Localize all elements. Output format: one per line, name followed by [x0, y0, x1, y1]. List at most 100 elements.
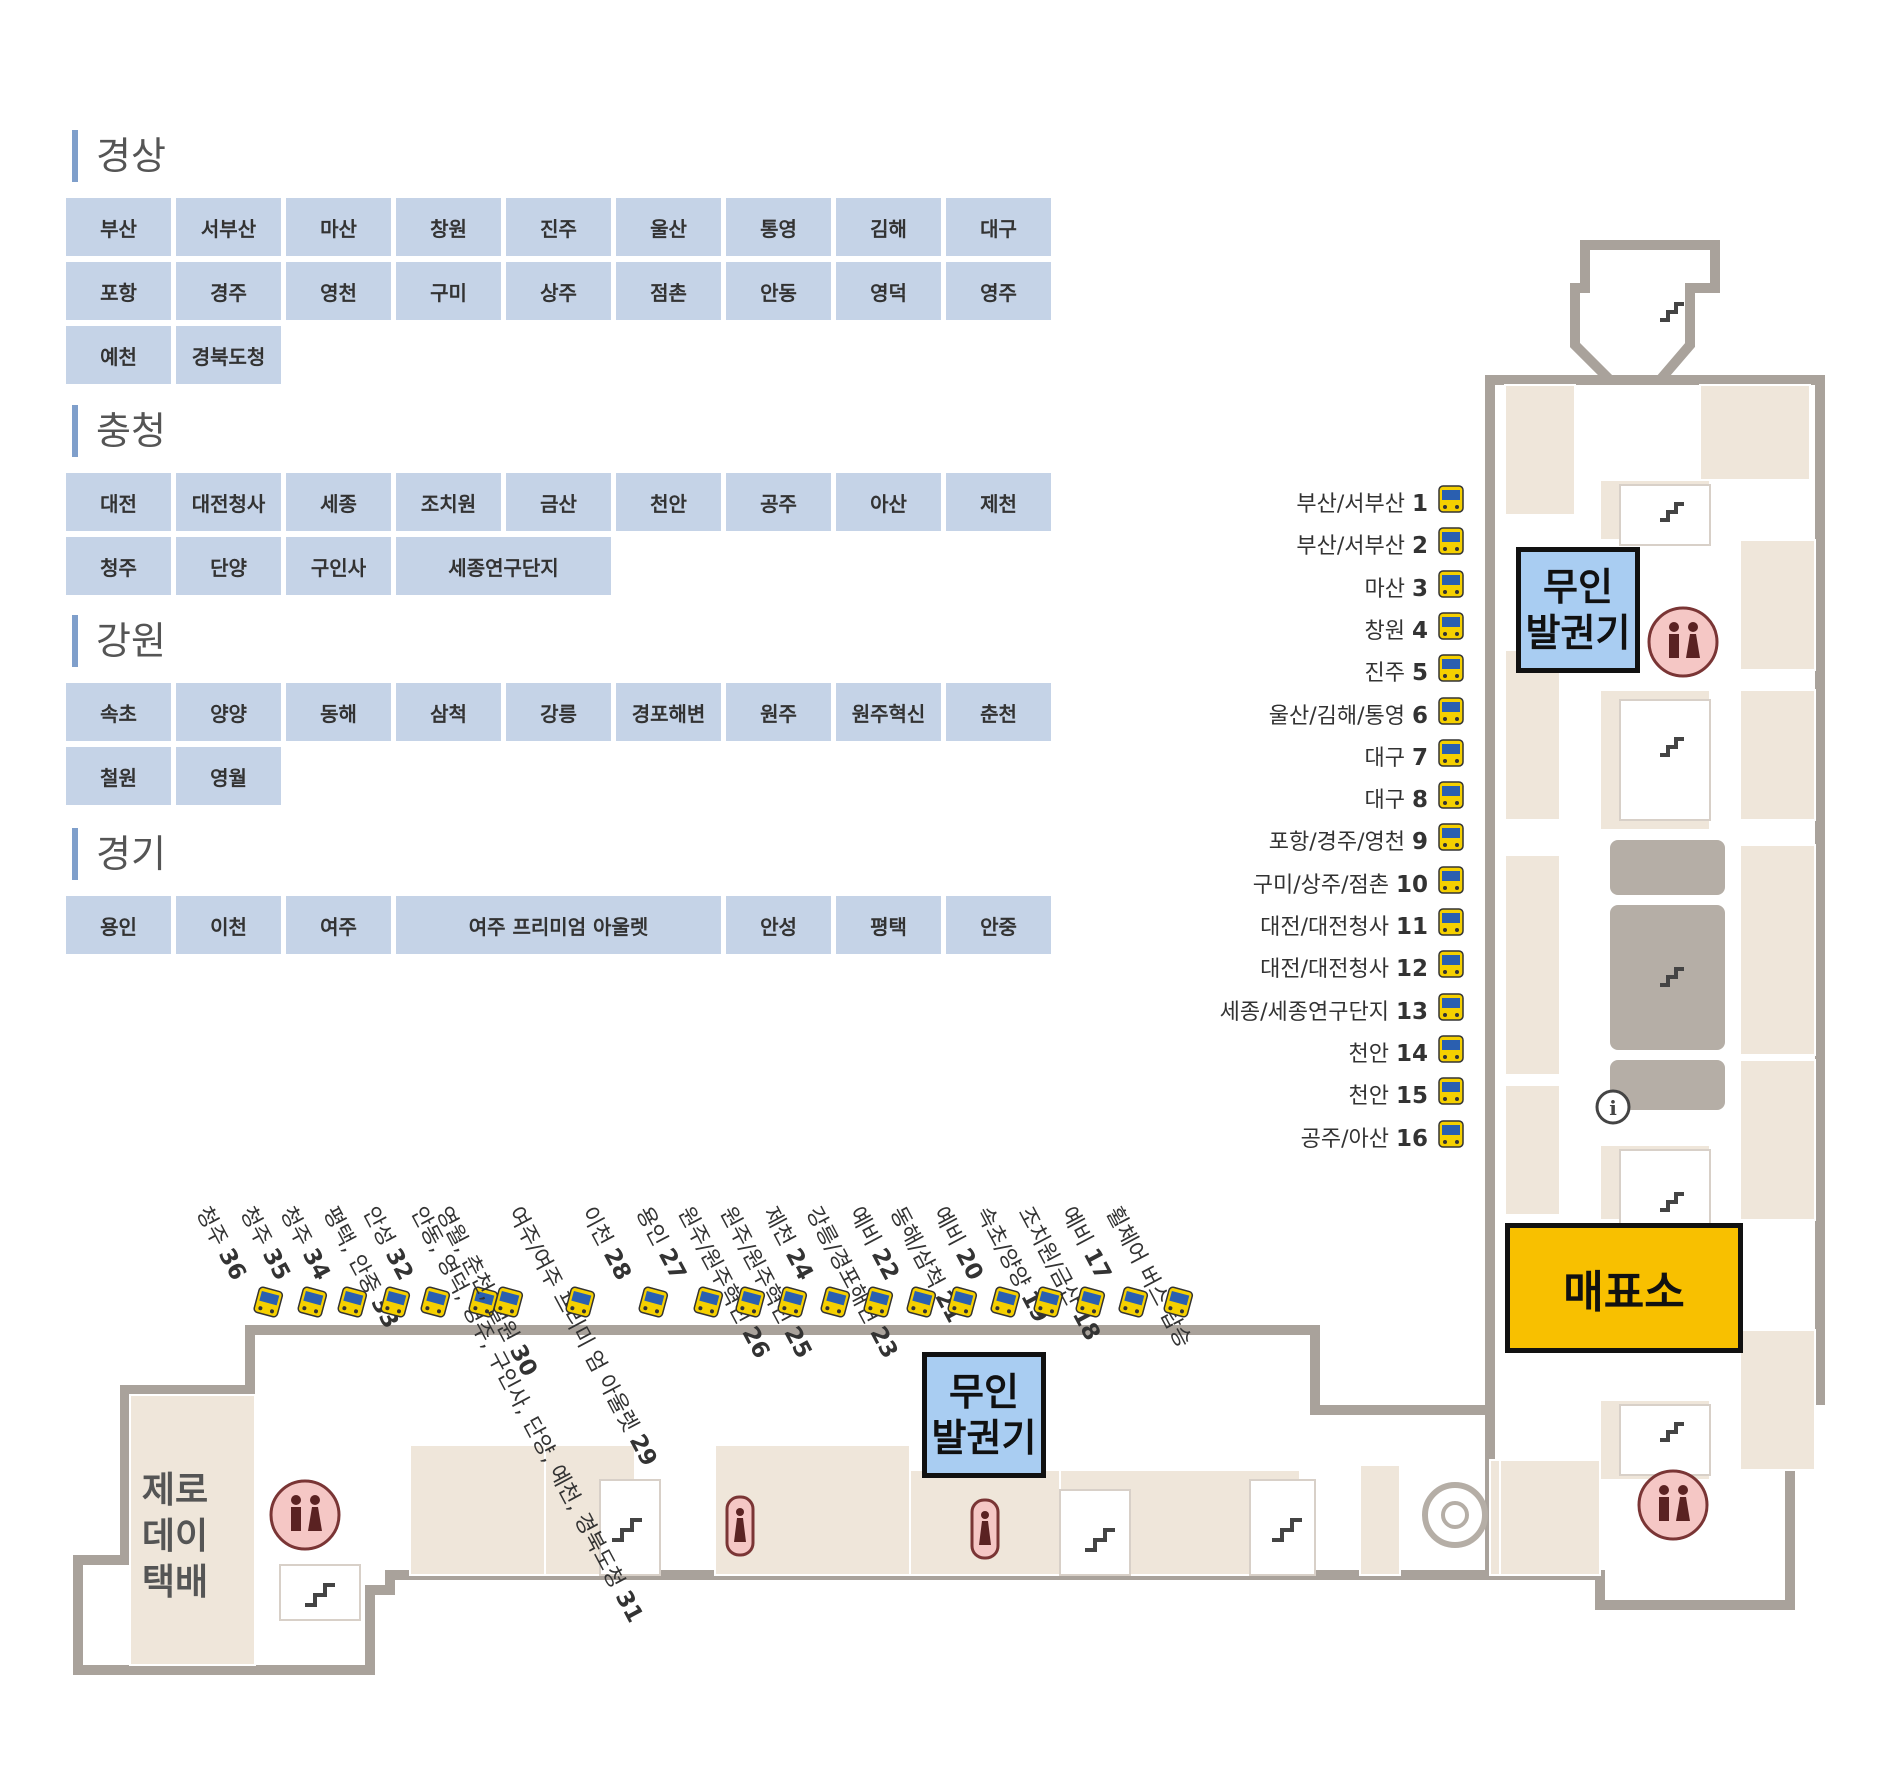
- city-cell[interactable]: 천안: [616, 473, 721, 531]
- city-cell[interactable]: 부산: [66, 198, 171, 256]
- city-cell[interactable]: 진주: [506, 198, 611, 256]
- bus-icon: [419, 1285, 452, 1321]
- gate-number: 10: [1395, 871, 1428, 898]
- city-cell[interactable]: 평택: [836, 896, 941, 954]
- city-cell[interactable]: 조치원: [396, 473, 501, 531]
- stairs-icon: [305, 302, 1684, 1607]
- ticket-office[interactable]: 매표소: [1505, 1223, 1743, 1353]
- city-cell[interactable]: 구인사: [286, 537, 391, 595]
- gate-label: 마산 3: [1365, 571, 1429, 603]
- bus-icon: [1438, 950, 1464, 980]
- city-cell[interactable]: 원주: [726, 683, 831, 741]
- city-cell[interactable]: 경북도청: [176, 326, 281, 384]
- gate-number: 3: [1411, 575, 1428, 602]
- city-cell[interactable]: 양양: [176, 683, 281, 741]
- city-cell[interactable]: 강릉: [506, 683, 611, 741]
- city-cell[interactable]: 영덕: [836, 262, 941, 320]
- gate-label: 세종/세종연구단지 13: [1220, 994, 1428, 1026]
- city-cell[interactable]: 통영: [726, 198, 831, 256]
- svg-text:i: i: [1609, 1096, 1617, 1120]
- bus-icon: [1438, 485, 1464, 515]
- city-cell[interactable]: 대전청사: [176, 473, 281, 531]
- city-cell[interactable]: 예천: [66, 326, 171, 384]
- gate-destination: 마산: [1364, 576, 1405, 602]
- gate-number: 6: [1411, 702, 1428, 729]
- zeroday-line1: 제로: [141, 1470, 209, 1511]
- bus-icon: [637, 1285, 670, 1321]
- city-cell[interactable]: 안동: [726, 262, 831, 320]
- gate-number: 8: [1411, 787, 1428, 814]
- city-cell[interactable]: 안중: [946, 896, 1051, 954]
- bus-icon: [1032, 1285, 1065, 1321]
- city-cell[interactable]: 대전: [66, 473, 171, 531]
- bus-icon: [1438, 1035, 1464, 1065]
- city-cell[interactable]: 제천: [946, 473, 1051, 531]
- city-cell[interactable]: 철원: [66, 747, 171, 805]
- gate-label: 구미/상주/점촌 10: [1253, 867, 1428, 899]
- bus-icon: [1438, 612, 1464, 642]
- restroom-icon: [1637, 1469, 1709, 1541]
- city-cell[interactable]: 창원: [396, 198, 501, 256]
- city-cell[interactable]: 원주혁신: [836, 683, 941, 741]
- gate-number: 7: [1411, 744, 1428, 771]
- kiosk-label-line1: 무인: [1543, 565, 1613, 609]
- bus-icon: [467, 1285, 500, 1321]
- city-cell[interactable]: 상주: [506, 262, 611, 320]
- city-cell[interactable]: 안성: [726, 896, 831, 954]
- gate-destination: 공주/아산: [1300, 1126, 1389, 1152]
- restroom-icon: [1647, 606, 1719, 678]
- city-cell[interactable]: 구미: [396, 262, 501, 320]
- city-cell[interactable]: 여주: [286, 896, 391, 954]
- city-cell[interactable]: 동해: [286, 683, 391, 741]
- gate-label: 대구 8: [1365, 782, 1429, 814]
- gate-number: 14: [1395, 1040, 1428, 1067]
- gate-destination: 구미/상주/점촌: [1252, 872, 1389, 898]
- city-cell[interactable]: 마산: [286, 198, 391, 256]
- city-cell[interactable]: 영천: [286, 262, 391, 320]
- city-cell[interactable]: 춘천: [946, 683, 1051, 741]
- region-title: 강원: [72, 615, 166, 667]
- city-cell[interactable]: 세종: [286, 473, 391, 531]
- city-cell[interactable]: 점촌: [616, 262, 721, 320]
- gate-label: 포항/경주/영천 9: [1269, 824, 1428, 856]
- gate-destination: 천안: [1348, 1041, 1389, 1067]
- city-cell[interactable]: 포항: [66, 262, 171, 320]
- zeroday-line2: 데이: [141, 1516, 209, 1557]
- bus-icon: [862, 1285, 895, 1321]
- gate-destination: 부산/서부산: [1296, 534, 1405, 560]
- city-cell[interactable]: 삼척: [396, 683, 501, 741]
- city-cell[interactable]: 김해: [836, 198, 941, 256]
- gate-destination: 대구: [1364, 745, 1405, 771]
- gate-destination: 울산/김해/통영: [1268, 703, 1405, 729]
- bus-icon: [1438, 992, 1464, 1023]
- kiosk-label-line2: 발권기: [1525, 611, 1631, 655]
- city-cell[interactable]: 대구: [946, 198, 1051, 256]
- bus-icon: [492, 1285, 525, 1321]
- city-cell[interactable]: 이천: [176, 896, 281, 954]
- bus-icon: [692, 1285, 725, 1321]
- city-cell[interactable]: 속초: [66, 683, 171, 741]
- bus-icon: [296, 1285, 329, 1321]
- city-cell[interactable]: 아산: [836, 473, 941, 531]
- city-cell[interactable]: 청주: [66, 537, 171, 595]
- city-cell[interactable]: 금산: [506, 473, 611, 531]
- city-cell[interactable]: 서부산: [176, 198, 281, 256]
- bus-icon: [252, 1285, 285, 1321]
- city-cell[interactable]: 용인: [66, 896, 171, 954]
- city-cell[interactable]: 단양: [176, 537, 281, 595]
- gate-destination: 부산/서부산: [1296, 492, 1405, 517]
- city-cell[interactable]: 영월: [176, 747, 281, 805]
- bus-icon: [336, 1285, 369, 1321]
- bus-icon: [1438, 781, 1464, 811]
- city-cell[interactable]: 경포해변: [616, 683, 721, 741]
- city-cell[interactable]: 세종연구단지: [396, 537, 611, 595]
- city-cell[interactable]: 영주: [946, 262, 1051, 320]
- city-cell[interactable]: 공주: [726, 473, 831, 531]
- city-cell[interactable]: 경주: [176, 262, 281, 320]
- city-cell[interactable]: 여주 프리미엄 아울렛: [396, 896, 721, 954]
- city-cell[interactable]: 울산: [616, 198, 721, 256]
